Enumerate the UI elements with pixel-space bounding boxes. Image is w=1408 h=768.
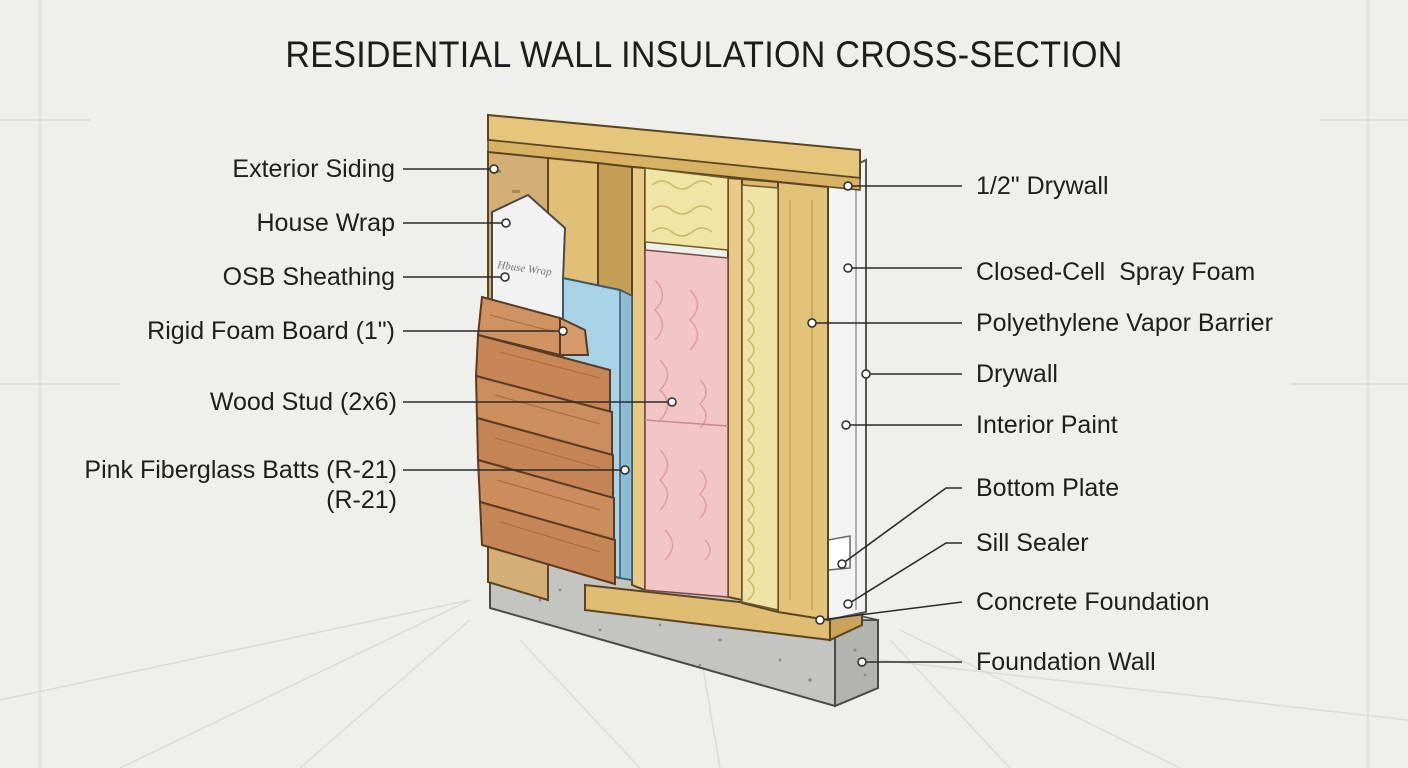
label-pink-fiberglass-batts-sub: (R-21) (326, 486, 397, 514)
label-house-wrap: House Wrap (256, 209, 396, 237)
leader-lines (403, 168, 963, 663)
label-wood-stud: Wood Stud (2x6) (209, 388, 397, 416)
spray-foam-side-cavity (741, 184, 779, 611)
diagram-title: RESIDENTIAL WALL INSULATION CROSS-SECTIO… (285, 34, 1123, 75)
label-rigid-foam-board: Rigid Foam Board (1") (147, 317, 395, 345)
label-half-inch-drywall: 1/2" Drywall (976, 172, 1109, 200)
leader-dots (489, 164, 871, 667)
label-pink-fiberglass-batts-text: Pink Fiberglass Batts (R-21) (84, 456, 397, 484)
exterior-siding-boards (474, 295, 616, 586)
label-foundation-wall: Foundation Wall (976, 648, 1156, 676)
top-plate-lumber (487, 113, 861, 191)
label-concrete-foundation: Concrete Foundation (976, 588, 1210, 616)
label-exterior-siding: Exterior Siding (232, 155, 395, 183)
label-bottom-plate: Bottom Plate (976, 474, 1120, 502)
label-osb-sheathing: OSB Sheathing (222, 263, 395, 291)
fiberglass-batt (644, 249, 729, 598)
label-polyethylene-vapor-barrier: Polyethylene Vapor Barrier (976, 309, 1273, 337)
label-drywall: Drywall (976, 360, 1058, 388)
label-interior-paint: Interior Paint (976, 411, 1118, 439)
label-pink-fiberglass-batts: Pink Fiberglass Batts (R-21) (R-21) (84, 455, 397, 515)
label-closed-cell-spray-foam: Closed-Cell Spray Foam (976, 258, 1256, 286)
spray-foam-upper (644, 167, 729, 251)
label-sill-sealer: Sill Sealer (976, 529, 1089, 557)
